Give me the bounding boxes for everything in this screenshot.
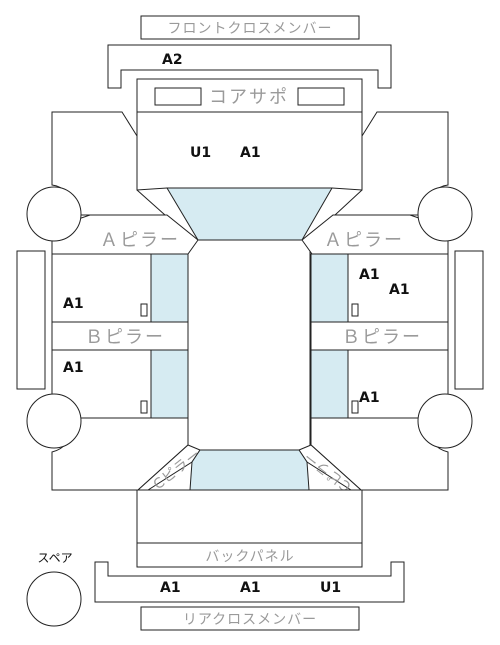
b-pillar-right-label: Ｂピラー	[342, 327, 422, 348]
front-cross-member: フロントクロスメンバー	[140, 15, 360, 40]
right-rear-wheel	[417, 393, 473, 449]
left-a-pillar: Ａピラー	[51, 214, 199, 255]
grade-left-rear-door: A1	[63, 360, 84, 376]
left-side-sill	[16, 250, 46, 390]
b-pillar-left-label: Ｂピラー	[85, 327, 165, 348]
grade-right-front-door-2: A1	[389, 282, 410, 298]
left-rear-wheel	[26, 393, 82, 449]
windshield	[166, 187, 333, 241]
grade-right-front-door-1: A1	[359, 267, 380, 283]
a-pillar-left-label: Ａピラー	[100, 230, 180, 251]
right-front-window	[310, 253, 349, 323]
grade-front-bumper: A2	[162, 52, 183, 68]
rear-cross-member: リアクロスメンバー	[140, 606, 360, 631]
grade-rear-2: A1	[240, 580, 261, 596]
spare-label: スペア	[37, 551, 72, 565]
right-b-pillar: Ｂピラー	[310, 321, 449, 351]
roof	[187, 239, 311, 451]
rear-cross-member-label: リアクロスメンバー	[183, 612, 317, 628]
trunk	[136, 489, 363, 544]
hood: U1 A1	[136, 111, 363, 191]
rear-bumper: A1 A1 U1	[94, 561, 405, 603]
back-panel-label: バックパネル	[205, 549, 294, 565]
core-support: コアサポ	[136, 78, 363, 113]
left-front-window	[150, 253, 189, 323]
grade-rear-1: A1	[160, 580, 181, 596]
grade-hood-u1: U1	[190, 145, 211, 161]
grade-right-rear-door: A1	[359, 390, 380, 406]
front-bumper: A2	[107, 44, 392, 89]
grade-left-front-door: A1	[63, 296, 84, 312]
right-side-sill	[454, 250, 484, 390]
grade-rear-3: U1	[320, 580, 341, 596]
spare-tire: スペア	[26, 551, 82, 627]
left-b-pillar: Ｂピラー	[51, 321, 189, 351]
right-front-door: A1 A1	[347, 253, 449, 323]
left-front-door: A1	[51, 253, 152, 323]
left-front-wheel	[26, 186, 82, 242]
right-rear-window	[310, 349, 349, 419]
a-pillar-right-label: Ａピラー	[324, 230, 404, 251]
core-support-label: コアサポ	[209, 87, 289, 108]
left-rear-window	[150, 349, 189, 419]
grade-hood-a1: A1	[240, 145, 261, 161]
front-cross-member-label: フロントクロスメンバー	[168, 21, 333, 37]
back-panel: バックパネル	[136, 542, 363, 568]
right-front-wheel	[417, 186, 473, 242]
rear-window	[189, 449, 310, 491]
